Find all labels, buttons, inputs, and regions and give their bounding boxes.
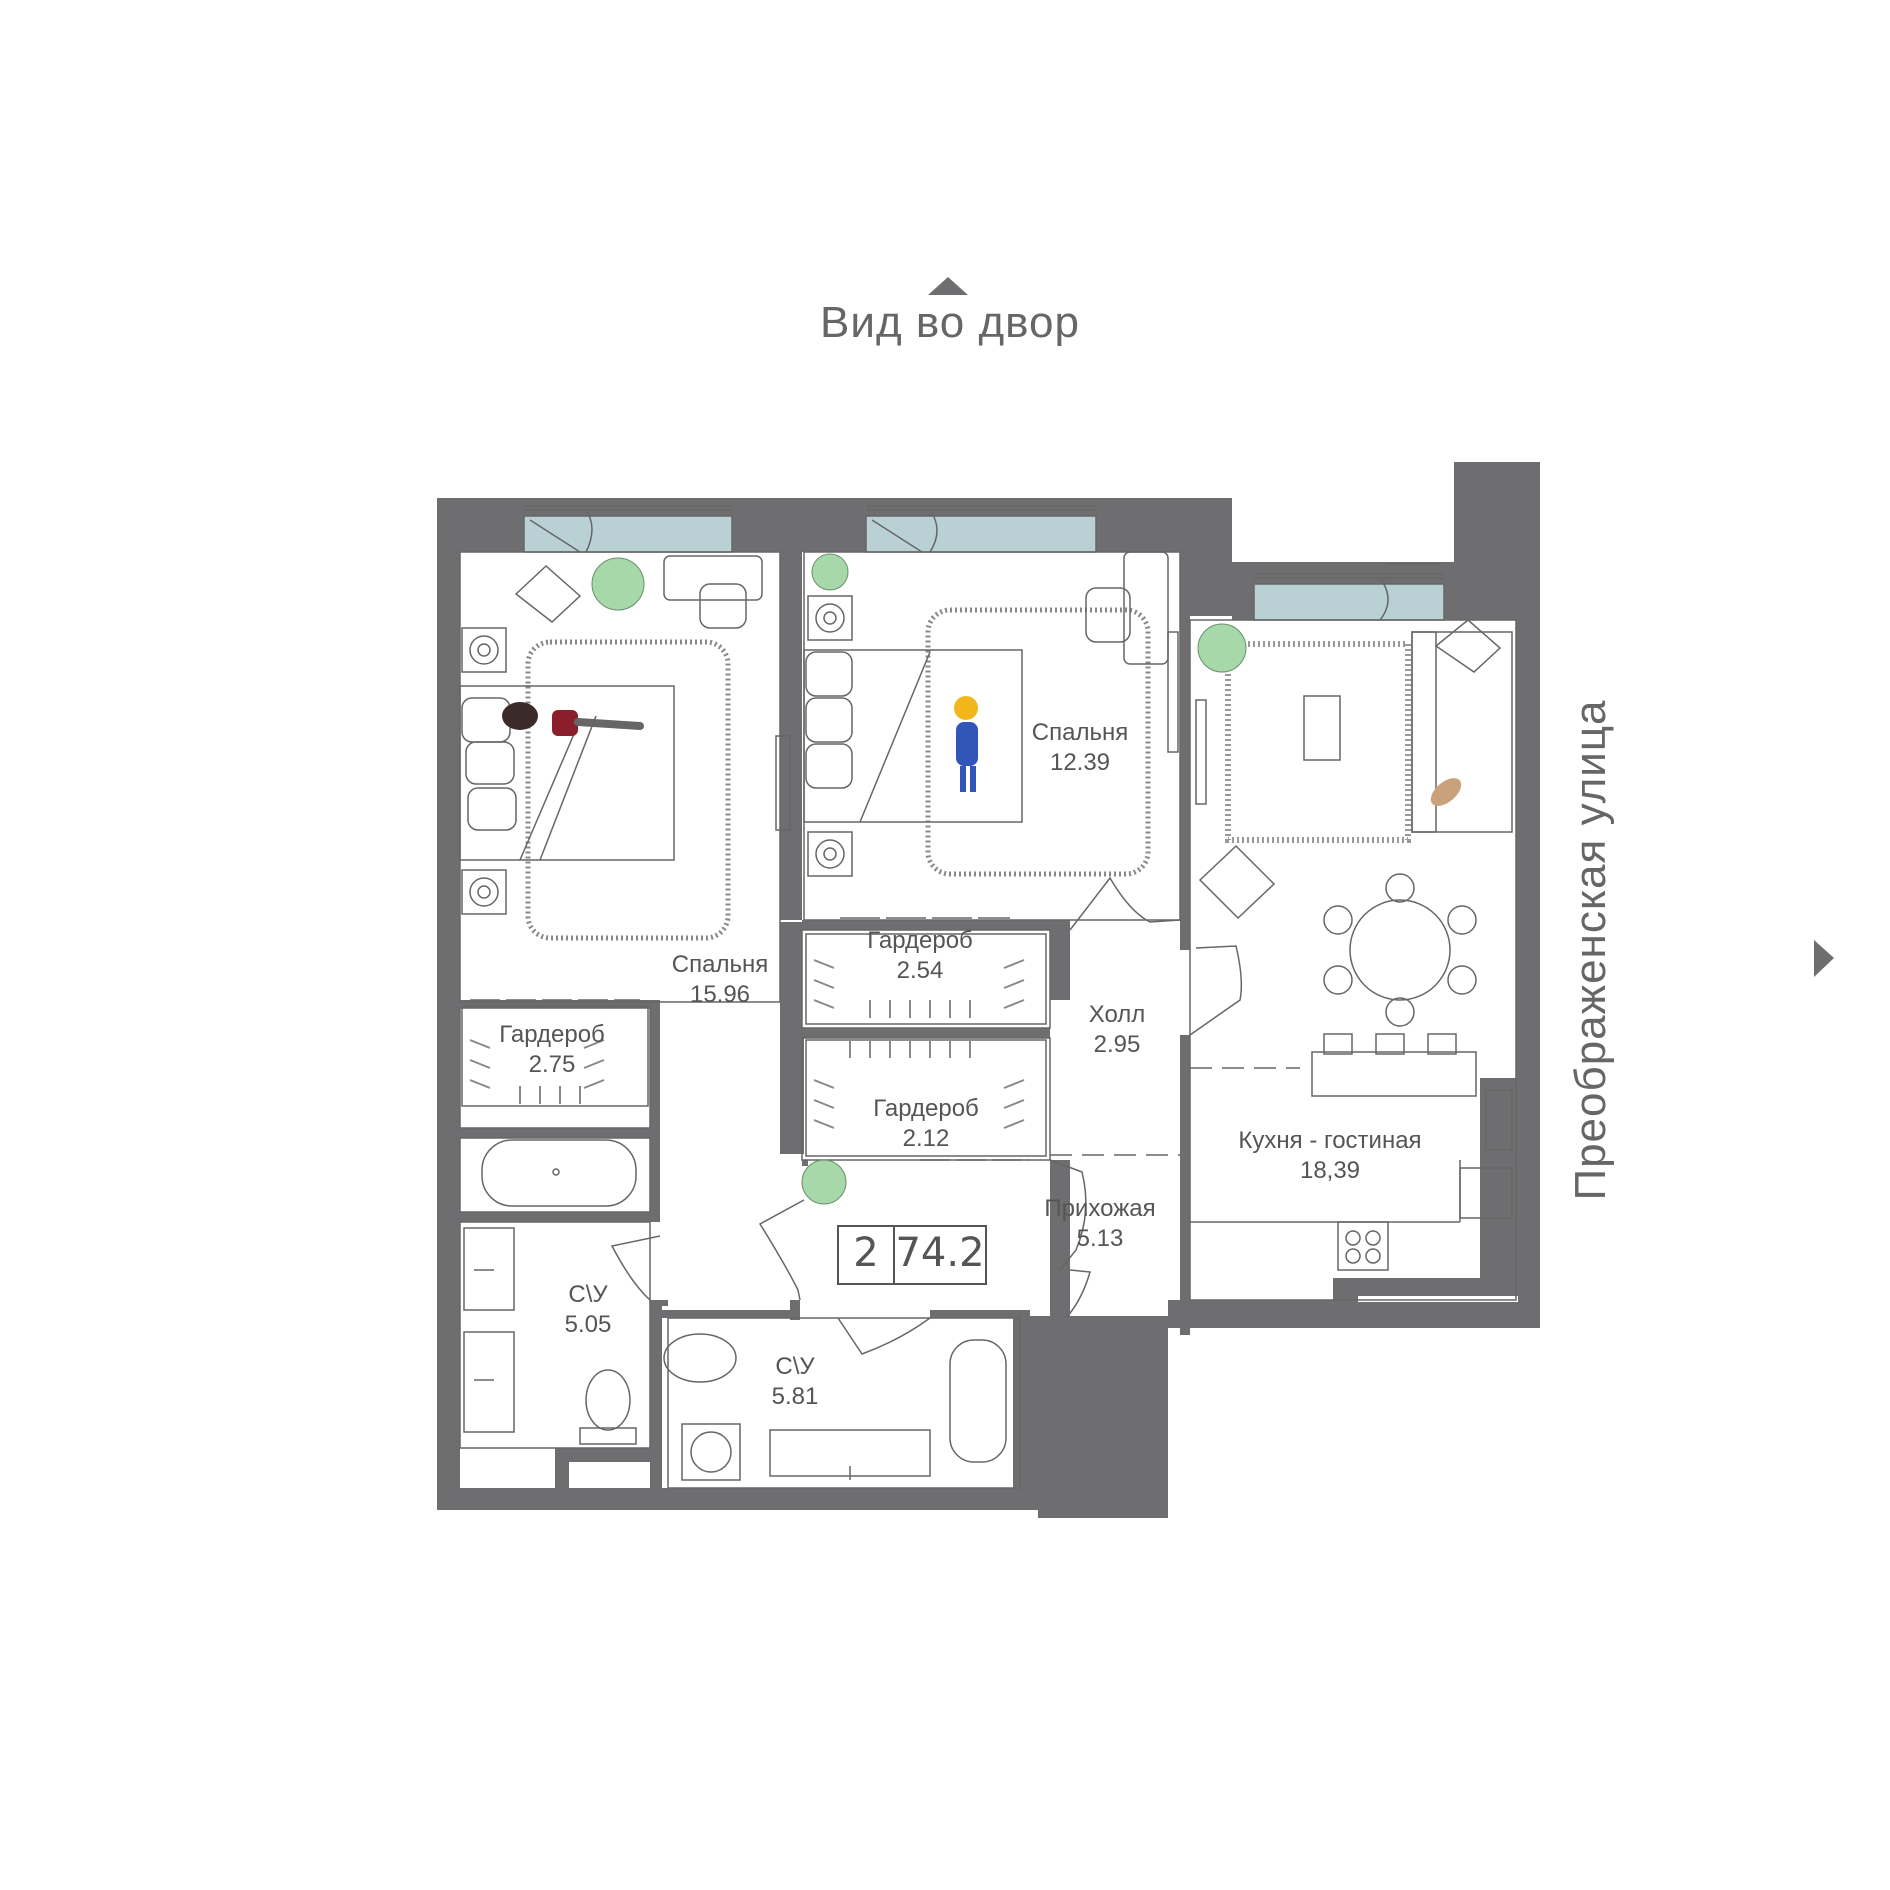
room-area: 15.96: [689, 981, 751, 1008]
room-area: 5.13: [1076, 1225, 1124, 1252]
person-1-icon: [502, 702, 644, 736]
apartment-room-count: 2: [853, 1230, 879, 1276]
room-name: Спальня: [1031, 719, 1129, 746]
apartment-badge-frame: [837, 1225, 987, 1285]
room-label-bathroom-2: С\У 5.81: [735, 1352, 855, 1412]
cat-icon: [1430, 778, 1462, 806]
room-name: Кухня - гостиная: [1238, 1127, 1422, 1154]
room-name: Холл: [1088, 1001, 1146, 1028]
room-name: С\У: [775, 1353, 815, 1380]
plant-icons: [591, 553, 1247, 1205]
bathroom-fixtures: [463, 1139, 1007, 1481]
room-area: 12.39: [1049, 749, 1111, 776]
room-label-wardrobe-3: Гардероб 2.12: [846, 1094, 1006, 1154]
walls: [437, 462, 1540, 1518]
room-label-wardrobe-2: Гардероб 2.54: [840, 926, 1000, 986]
room-name: Прихожая: [1044, 1195, 1156, 1222]
bedroom-2-furniture: [803, 551, 1179, 1157]
room-area: 5.05: [564, 1311, 612, 1338]
room-label-entrance: Прихожая 5.13: [1020, 1194, 1180, 1254]
room-area: 2.54: [896, 957, 944, 984]
windows: [523, 515, 1445, 621]
room-area: 2.75: [528, 1051, 576, 1078]
window-frames: [524, 505, 1444, 621]
person-2-icon: [954, 696, 978, 792]
arrow-up-icon: [928, 277, 968, 295]
room-label-bedroom-2: Спальня 12.39: [1000, 718, 1160, 778]
street-label: Преображенская улица: [1566, 699, 1615, 1201]
room-name: С\У: [568, 1281, 608, 1308]
room-label-wardrobe-1: Гардероб 2.75: [472, 1020, 632, 1080]
room-name: Гардероб: [873, 1095, 979, 1122]
kitchen-living-furniture: [1195, 619, 1513, 1271]
wardrobe-hangers: [469, 959, 1025, 1129]
room-area: 2.12: [902, 1125, 950, 1152]
room-area: 2.95: [1093, 1031, 1141, 1058]
room-label-bedroom-1: Спальня 15.96: [640, 950, 800, 1010]
room-area: 5.81: [771, 1383, 819, 1410]
room-label-bathroom-1: С\У 5.05: [528, 1280, 648, 1340]
apartment-area: 74.2: [895, 1230, 985, 1276]
room-name: Гардероб: [867, 927, 973, 954]
doors: [610, 876, 1243, 1355]
arrow-right-icon: [1814, 940, 1834, 977]
bedroom-1-furniture: [459, 555, 791, 1107]
room-label-kitchen-living: Кухня - гостиная 18,39: [1200, 1126, 1460, 1186]
room-name: Спальня: [671, 951, 769, 978]
yard-view-label: Вид во двор: [820, 298, 1080, 347]
room-area: 18,39: [1299, 1157, 1361, 1184]
room-label-hall: Холл 2.95: [1052, 1000, 1182, 1060]
room-name: Гардероб: [499, 1021, 605, 1048]
